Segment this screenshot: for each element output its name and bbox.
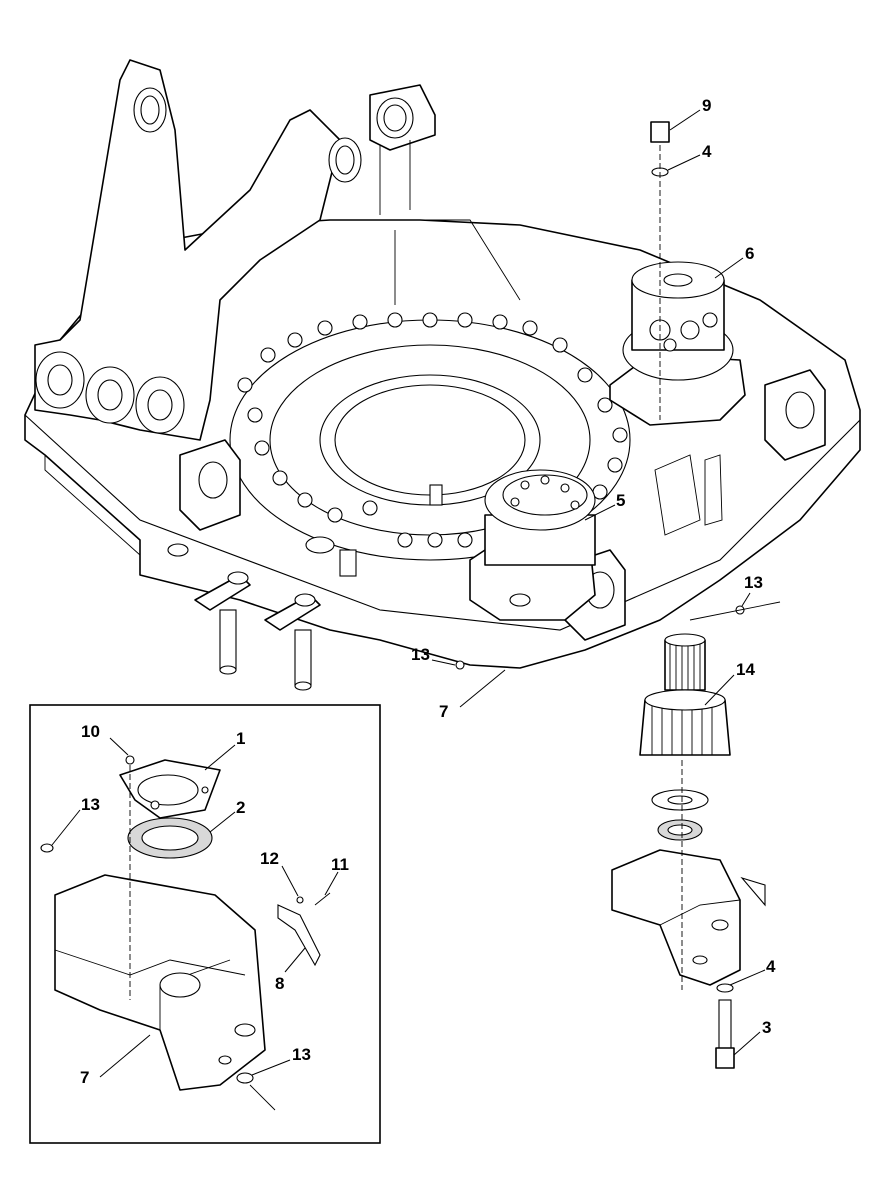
swing-motor-6	[609, 261, 746, 426]
pinion-gear-14	[639, 633, 731, 756]
platform-bosses	[167, 369, 826, 641]
inset-bearing-2	[127, 817, 213, 859]
swing-motor-5	[469, 469, 596, 621]
bolt-circle	[237, 312, 628, 548]
retainer-plate	[651, 789, 709, 841]
inset-fasteners	[40, 755, 331, 1111]
bracket-right	[611, 849, 766, 986]
inset-frame	[29, 704, 381, 1144]
inset-shim-8	[277, 904, 321, 967]
bolt-13-mid	[455, 660, 465, 670]
bolt-3	[715, 983, 735, 1069]
inset-bracket-7	[54, 874, 266, 1091]
bolt-13-right	[689, 601, 781, 621]
mounting-studs	[194, 571, 321, 691]
inset-cover-plate-1	[119, 759, 221, 819]
